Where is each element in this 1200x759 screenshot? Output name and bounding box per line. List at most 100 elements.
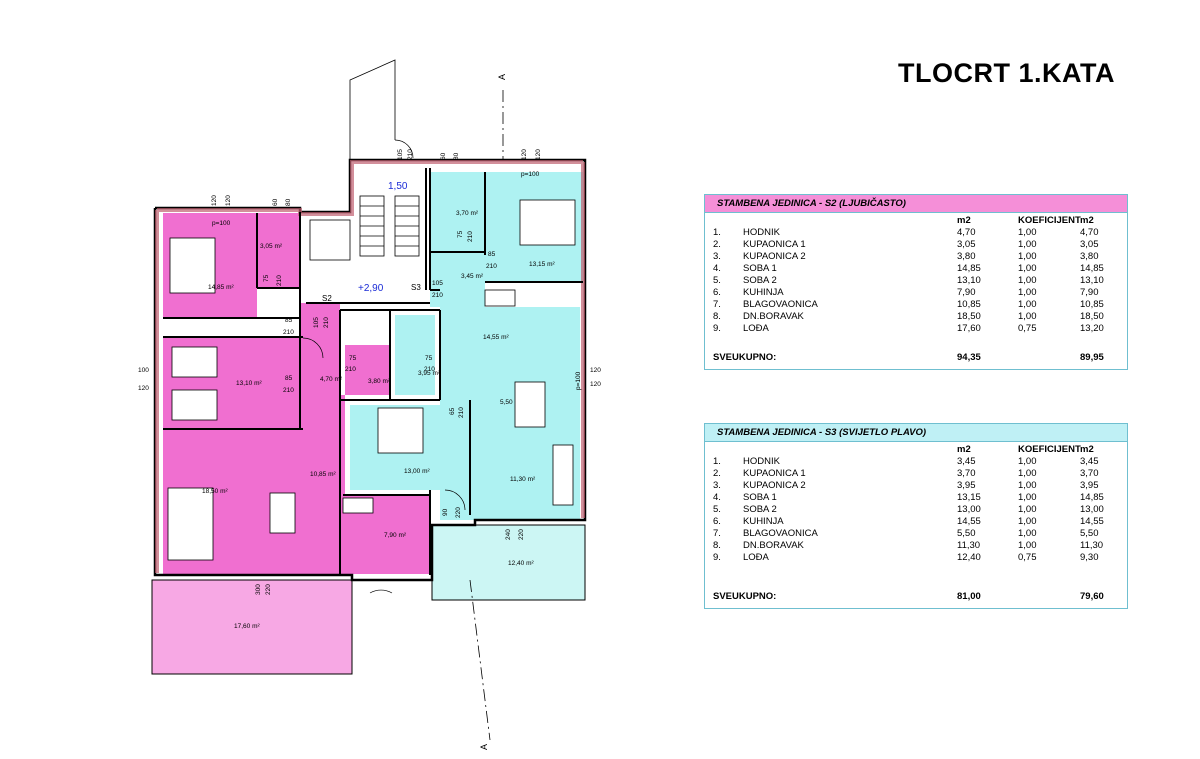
table-cell-m2: 14,55: [957, 516, 981, 527]
floor-plan: A A 1,50 +2,90 S2 S3 14,85 m² 3,05 m² 13…: [138, 59, 601, 750]
table-cell-m2: 3,45: [957, 456, 976, 467]
table-cell-m2b: 3,05: [1080, 239, 1099, 250]
dim-label: 120: [138, 385, 149, 392]
room-area: 3,80 m²: [368, 378, 391, 385]
table-cell-koef: 1,00: [1018, 227, 1037, 238]
table-cell-num: 9.: [713, 552, 721, 563]
loggia-s3: [431, 524, 586, 601]
table-cell-koef: 1,00: [1018, 480, 1037, 491]
table-cell-num: 6.: [713, 516, 721, 527]
table-cell-num: 9.: [713, 323, 721, 334]
table-cell-m2: 5,50: [957, 528, 976, 539]
table-cell-koef: 1,00: [1018, 263, 1037, 274]
table-cell-num: 1.: [713, 456, 721, 467]
table-cell-num: 3.: [713, 480, 721, 491]
dim-label: 120: [590, 367, 601, 374]
table-cell-num: 1.: [713, 227, 721, 238]
table-cell-num: 4.: [713, 492, 721, 503]
table-cell-name: BLAGOVAONICA: [743, 528, 818, 539]
dim-label: 210: [345, 366, 356, 373]
room-area: 3,70 m²: [456, 210, 479, 217]
table-cell-num: 7.: [713, 299, 721, 310]
dim-label: 220: [455, 507, 462, 518]
table-cell-num: 5.: [713, 275, 721, 286]
table-cell-m2: 3,70: [957, 468, 976, 479]
room-area: 17,60 m²: [234, 623, 260, 630]
table-cell-m2: 3,95: [957, 480, 976, 491]
table-cell-num: 8.: [713, 540, 721, 551]
room-area: 10,85 m²: [310, 471, 336, 478]
dim-label: 105: [313, 317, 320, 328]
room-area: 3,05 m²: [260, 243, 283, 250]
dim-label: 105: [432, 280, 443, 287]
table-cell-name: KUHINJA: [743, 516, 784, 527]
table-cell-m2b: 3,80: [1080, 251, 1099, 262]
table-cell-m2: 17,60: [957, 323, 981, 334]
table-cell-name: LOĐA: [743, 323, 769, 334]
table-cell-koef: 1,00: [1018, 299, 1037, 310]
table-cell-m2b: 3,45: [1080, 456, 1099, 467]
dim-label: 240: [505, 529, 512, 540]
dim-label: 210: [407, 149, 414, 160]
dim-label: 60: [440, 152, 447, 160]
table-cell-m2b: 4,70: [1080, 227, 1099, 238]
section-mark-bottom: A: [479, 744, 489, 750]
room-area: 7,90 m²: [384, 532, 407, 539]
room-area: 13,00 m²: [404, 468, 430, 475]
table-total: SVEUKUPNO: 81,00 79,60: [713, 591, 1104, 602]
s2-bathroom-1: [257, 213, 300, 288]
dim-label: 75: [457, 230, 464, 238]
dim-label: 85: [285, 317, 293, 324]
s3-bathroom-1: [430, 172, 485, 252]
dim-label: 210: [283, 329, 294, 336]
table-cell-koef: 1,00: [1018, 239, 1037, 250]
dim-label: 100: [138, 367, 149, 374]
table-cell-name: KUPAONICA 2: [743, 251, 806, 262]
table-cell-koef: 1,00: [1018, 504, 1037, 515]
table-cell-m2: 14,85: [957, 263, 981, 274]
table-cell-koef: 1,00: [1018, 468, 1037, 479]
unit-table-s2: STAMBENA JEDINICA - S2 (LJUBIČASTO) m2 K…: [704, 194, 1128, 370]
room-area: 13,15 m²: [529, 261, 555, 268]
s2-bathroom-2: [345, 345, 390, 395]
loggia-s2: [151, 579, 353, 675]
dim-label: 300: [255, 584, 262, 595]
section-mark-top: A: [497, 74, 507, 80]
table-cell-m2: 7,90: [957, 287, 976, 298]
dim-label: 220: [518, 529, 525, 540]
table-cell-m2: 13,00: [957, 504, 981, 515]
dim-label: 120: [521, 149, 528, 160]
table-cell-num: 3.: [713, 251, 721, 262]
table-cell-m2: 18,50: [957, 311, 981, 322]
table-cell-m2b: 7,90: [1080, 287, 1099, 298]
table-cell-m2b: 13,10: [1080, 275, 1104, 286]
dim-label: 80: [285, 198, 292, 206]
unit-table-s3: STAMBENA JEDINICA - S3 (SVIJETLO PLAVO) …: [704, 423, 1128, 609]
dim-label: p=100: [575, 371, 582, 390]
table-cell-m2b: 5,50: [1080, 528, 1099, 539]
dim-label: 120: [211, 195, 218, 206]
page-title: TLOCRT 1.KATA: [898, 58, 1115, 88]
room-area: 3,95 m²: [418, 370, 441, 377]
table-cell-m2b: 13,20: [1080, 323, 1104, 334]
dim-label: 210: [323, 317, 330, 328]
table-cell-num: 2.: [713, 239, 721, 250]
table-cell-m2: 11,30: [957, 540, 981, 551]
dim-label: 90: [442, 508, 449, 516]
table-cell-num: 8.: [713, 311, 721, 322]
table-cell-m2b: 3,70: [1080, 468, 1099, 479]
table-cell-name: BLAGOVAONICA: [743, 299, 818, 310]
dim-label: 120: [225, 195, 232, 206]
dim-label: 210: [283, 387, 294, 394]
table-cell-m2b: 14,85: [1080, 492, 1104, 503]
